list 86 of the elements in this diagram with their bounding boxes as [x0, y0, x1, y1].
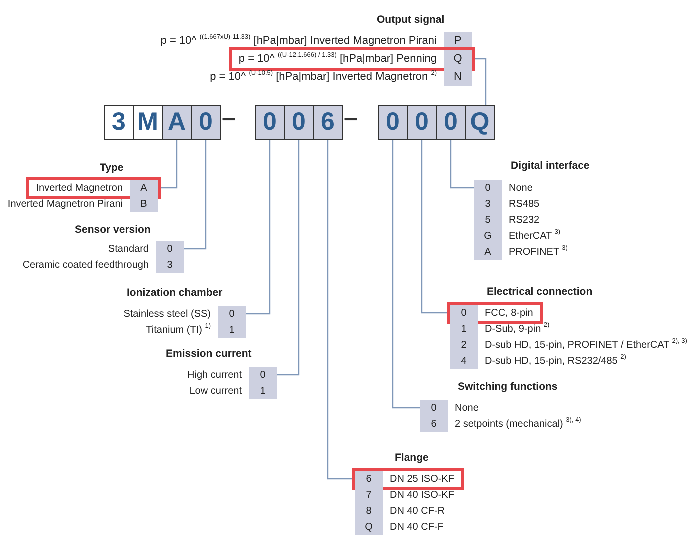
- option-description: p = 10^ $^{((U-12.1.666) / 1.33)}$ [hPa|mbar] Penning: [238, 53, 438, 65]
- code-character: 0: [407, 105, 437, 140]
- option-code: B: [130, 196, 158, 212]
- group-heading: Output signal: [377, 14, 445, 26]
- code-character: 0: [255, 105, 285, 140]
- option-code: 3: [156, 257, 184, 273]
- separator-dash: –: [222, 104, 236, 133]
- option-description: RS232: [508, 214, 541, 226]
- selection-highlight: [29, 180, 158, 196]
- option-description: p = 10^ $^{((1.667xU)-11.33)}$ [hPa|mbar] Inverted Magnetron Pirani: [160, 35, 438, 47]
- option-description: D-sub HD, 15-pin, RS232/485 $^{2)}$: [484, 356, 628, 366]
- connector-line: [450, 140, 474, 189]
- option-code: 0: [156, 241, 184, 257]
- option-description: DN 40 CF-R: [389, 506, 446, 516]
- option-description: DN 25 ISO-KF: [389, 474, 456, 484]
- connector-line: [421, 140, 450, 314]
- option-description: Inverted Magnetron: [35, 182, 124, 194]
- option-description: None: [454, 402, 480, 414]
- connector-line: [472, 58, 487, 105]
- code-character: M: [133, 105, 163, 140]
- code-character: 3: [104, 105, 134, 140]
- group-heading: Ionization chamber: [127, 287, 223, 299]
- option-description: Standard: [107, 244, 150, 254]
- option-description: D-Sub, 9-pin $^{2)}$: [484, 324, 551, 334]
- group-heading: Type: [100, 162, 124, 174]
- option-code: 6: [420, 416, 448, 432]
- connector-line: [277, 140, 300, 376]
- option-code: 1: [249, 383, 277, 399]
- option-description: p = 10^ $^{(U-10.5)}$ [hPa|mbar] Inverted Magnetron $^{2)}$: [209, 71, 438, 83]
- option-description: RS485: [508, 198, 541, 210]
- option-description: Titanium (TI) $^{1)}$: [145, 324, 212, 336]
- code-character: 0: [284, 105, 314, 140]
- group-heading: Switching functions: [458, 381, 558, 393]
- group-heading: Sensor version: [75, 224, 151, 236]
- option-code: 7: [355, 487, 383, 503]
- option-code: 0: [420, 400, 448, 416]
- option-description: Inverted Magnetron Pirani: [6, 198, 124, 210]
- option-description: Low current: [188, 386, 243, 396]
- option-description: FCC, 8-pin: [484, 308, 534, 318]
- option-code: Q: [355, 519, 383, 535]
- option-description: None: [508, 182, 534, 194]
- option-code: 0: [450, 305, 478, 321]
- connector-line: [158, 140, 178, 189]
- option-description: PROFINET $^{3)}$: [508, 246, 569, 258]
- selection-highlight: [450, 305, 540, 321]
- option-description: Stainless steel (SS): [122, 308, 212, 320]
- option-description: DN 40 ISO-KF: [389, 490, 456, 500]
- group-heading: Flange: [395, 452, 429, 464]
- option-code: Q: [444, 50, 472, 68]
- option-code: N: [444, 68, 472, 86]
- option-description: Ceramic coated feedthrough: [22, 260, 150, 270]
- group-heading: Electrical connection: [487, 286, 593, 298]
- option-code: A: [474, 244, 502, 260]
- selection-highlight: [232, 50, 472, 68]
- connector-line: [327, 140, 355, 480]
- connector-line: [184, 140, 207, 250]
- code-character: A: [162, 105, 192, 140]
- code-character: 0: [436, 105, 466, 140]
- option-code: 8: [355, 503, 383, 519]
- separator-dash: –: [344, 104, 358, 133]
- code-character: 0: [378, 105, 408, 140]
- option-code: 5: [474, 212, 502, 228]
- option-code: G: [474, 228, 502, 244]
- option-code: A: [130, 180, 158, 196]
- option-code: 0: [218, 306, 246, 322]
- connector-line: [246, 140, 271, 315]
- option-code: 2: [450, 337, 478, 353]
- option-description: D-sub HD, 15-pin, PROFINET / EtherCAT $^{2), 3)}$: [484, 340, 688, 350]
- option-code: 1: [218, 322, 246, 338]
- option-code: 0: [474, 180, 502, 196]
- connector-line: [392, 140, 420, 409]
- code-character: Q: [465, 105, 495, 140]
- group-heading: Digital interface: [511, 160, 590, 172]
- option-description: High current: [186, 370, 243, 380]
- option-description: DN 40 CF-F: [389, 522, 445, 532]
- option-code: 3: [474, 196, 502, 212]
- code-character: 0: [191, 105, 221, 140]
- option-description: 2 setpoints (mechanical) $^{3), 4)}$: [454, 418, 582, 430]
- code-character: 6: [313, 105, 343, 140]
- option-code: 4: [450, 353, 478, 369]
- option-code: 6: [355, 471, 383, 487]
- option-code: 1: [450, 321, 478, 337]
- group-heading: Emission current: [166, 348, 252, 360]
- option-code: 0: [249, 367, 277, 383]
- option-description: EtherCAT $^{3)}$: [508, 230, 562, 242]
- selection-highlight: [355, 471, 462, 487]
